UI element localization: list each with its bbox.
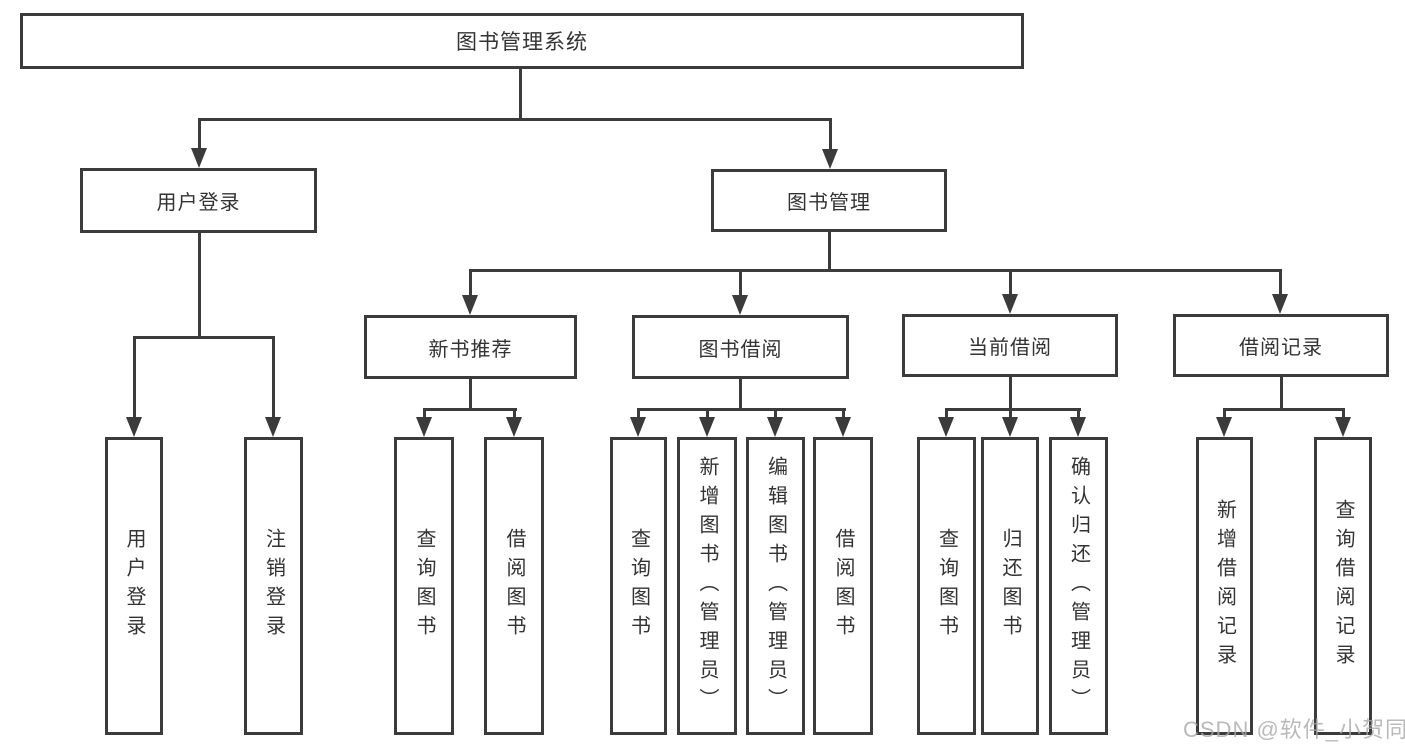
leaf-label: 确认归还（管理员）: [1067, 455, 1090, 717]
connector-line: [637, 408, 846, 411]
node-label: 新书推荐: [428, 338, 513, 361]
connector-line: [828, 232, 831, 272]
leaf-label: 归还图书: [999, 528, 1021, 644]
leaf-query-borrow-record: 查询借阅记录: [1314, 437, 1372, 735]
connector-line: [637, 408, 640, 420]
csdn-watermark: CSDN @软件_小贺同学: [1183, 717, 1405, 742]
arrow-down-icon: [126, 417, 142, 437]
connector-line: [1077, 408, 1080, 420]
arrow-down-icon: [191, 148, 207, 168]
arrow-down-icon: [416, 417, 432, 437]
arrow-down-icon: [767, 417, 783, 437]
connector-line: [519, 69, 522, 121]
connector-line: [1279, 269, 1282, 296]
arrow-down-icon: [822, 149, 838, 169]
node-new-book-recommendation: 新书推荐: [364, 315, 577, 379]
node-current-borrowing: 当前借阅: [902, 314, 1118, 377]
connector-line: [1009, 377, 1012, 411]
connector-line: [1342, 408, 1345, 420]
leaf-label: 新增借阅记录: [1213, 499, 1236, 673]
leaf-label: 查询图书: [935, 528, 958, 644]
node-label: 图书管理系统: [456, 31, 588, 54]
leaf-return-books: 归还图书: [981, 437, 1039, 735]
leaf-label: 编辑图书（管理员）: [764, 455, 787, 717]
connector-line: [272, 336, 275, 419]
connector-line: [1223, 408, 1345, 411]
connector-line: [739, 379, 742, 411]
leaf-label: 查询借阅记录: [1332, 499, 1354, 673]
leaf-label: 借阅图书: [503, 528, 525, 644]
leaf-borrow-books-recommend: 借阅图书: [484, 437, 544, 735]
connector-line: [1009, 408, 1012, 420]
node-label: 图书借阅: [698, 338, 783, 361]
arrow-down-icon: [938, 417, 954, 437]
connector-line: [198, 233, 201, 339]
connector-line: [133, 336, 275, 339]
connector-line: [198, 118, 832, 121]
connector-line: [739, 269, 742, 297]
connector-line: [198, 118, 201, 150]
arrow-down-icon: [630, 417, 646, 437]
arrow-down-icon: [462, 295, 478, 315]
leaf-borrow-books: 借阅图书: [813, 437, 873, 735]
node-book-management: 图书管理: [711, 169, 947, 232]
leaf-label: 用户登录: [123, 528, 145, 644]
node-user-login: 用户登录: [80, 168, 317, 233]
connector-line: [423, 408, 517, 411]
leaf-label: 查询图书: [627, 528, 650, 644]
leaf-logout: 注销登录: [244, 437, 303, 735]
node-label: 图书管理: [787, 192, 871, 214]
arrow-down-icon: [1335, 417, 1351, 437]
node-borrowing-records: 借阅记录: [1173, 314, 1389, 377]
leaf-add-books-admin: 新增图书（管理员）: [677, 437, 737, 735]
leaf-edit-books-admin: 编辑图书（管理员）: [746, 437, 805, 735]
connector-line: [842, 408, 845, 420]
connector-line: [1223, 408, 1226, 420]
arrow-down-icon: [835, 417, 851, 437]
node-book-borrowing: 图书借阅: [632, 315, 849, 379]
connector-line: [423, 408, 426, 420]
node-label: 当前借阅: [968, 337, 1052, 359]
leaf-query-books-current: 查询图书: [917, 437, 976, 735]
leaf-label: 注销登录: [262, 528, 285, 644]
arrow-down-icon: [265, 417, 281, 437]
arrow-down-icon: [1002, 294, 1018, 314]
connector-line: [945, 408, 1081, 411]
arrow-down-icon: [732, 295, 748, 315]
node-label: 借阅记录: [1239, 337, 1323, 359]
connector-line: [469, 379, 472, 411]
connector-line: [774, 408, 777, 420]
connector-line: [1009, 269, 1012, 296]
node-library-system: 图书管理系统: [20, 13, 1024, 69]
connector-line: [133, 336, 136, 419]
connector-line: [706, 408, 709, 420]
arrow-down-icon: [1002, 417, 1018, 437]
connector-line: [1280, 377, 1283, 411]
node-label: 用户登录: [156, 192, 241, 214]
leaf-label: 查询图书: [413, 528, 435, 644]
connector-line: [945, 408, 948, 420]
leaf-confirm-return-admin: 确认归还（管理员）: [1049, 437, 1108, 735]
leaf-add-borrow-record: 新增借阅记录: [1196, 437, 1253, 735]
connector-line: [469, 269, 472, 297]
arrow-down-icon: [1216, 417, 1232, 437]
leaf-query-books-recommend: 查询图书: [394, 437, 454, 735]
connector-line: [829, 118, 832, 151]
arrow-down-icon: [1070, 417, 1086, 437]
leaf-label: 新增图书（管理员）: [696, 455, 718, 717]
leaf-label: 借阅图书: [832, 528, 854, 644]
arrow-down-icon: [506, 417, 522, 437]
connector-line: [469, 269, 1282, 272]
arrow-down-icon: [699, 417, 715, 437]
arrow-down-icon: [1272, 294, 1288, 314]
leaf-user-login: 用户登录: [105, 437, 163, 735]
connector-line: [513, 408, 516, 420]
leaf-query-books-borrowing: 查询图书: [610, 437, 667, 735]
